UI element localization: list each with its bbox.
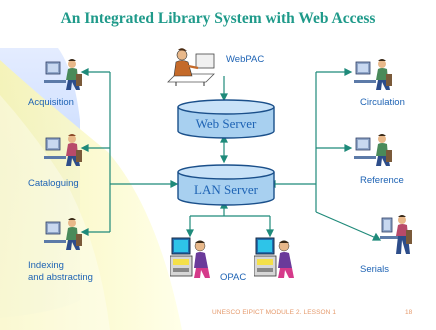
acquisition-arrow [80, 68, 89, 76]
webpac-person-icon [167, 48, 215, 86]
indexing-arrow [80, 228, 89, 236]
lan-server-cylinder [177, 164, 275, 206]
title-banner [0, 0, 436, 42]
indexing-label-line1: Indexing [28, 260, 64, 271]
web-lan-arrow-up [220, 134, 228, 143]
reference-label: Reference [360, 175, 404, 186]
indexing-person-icon [44, 218, 82, 250]
serials-label: Serials [360, 264, 390, 275]
slide-title: An Integrated Library System with Web Ac… [60, 10, 376, 27]
indexing-label-line2: and abstracting [28, 272, 93, 283]
web-server-label: Web Server [195, 116, 257, 131]
page-number: 18 [405, 309, 413, 316]
reference-arrow [344, 144, 353, 152]
opac-terminal-left-icon [170, 237, 210, 278]
serials-person-icon [380, 215, 412, 254]
web-lan-arrow-down [220, 155, 228, 164]
acquisition-label: Acquisition [28, 97, 74, 108]
opac-terminal-right-icon [254, 237, 294, 278]
cataloguing-arrow [80, 144, 89, 152]
lan-server-label: LAN Server [194, 182, 258, 197]
serials-link [315, 211, 377, 239]
opac-label: OPAC [220, 272, 247, 283]
webpac-arrow [220, 93, 228, 102]
acquisition-person-icon [44, 59, 82, 90]
reference-person-icon [354, 134, 392, 166]
opac-left-arrow [186, 229, 194, 238]
cataloguing-label: Cataloguing [28, 178, 79, 189]
web-server-cylinder [177, 99, 275, 139]
circulation-person-icon [354, 59, 392, 90]
circulation-arrow [344, 68, 353, 76]
left-to-lan-arrow [170, 180, 179, 188]
serials-arrow [372, 232, 382, 241]
webpac-label: WebPAC [226, 54, 265, 65]
circulation-label: Circulation [360, 97, 405, 108]
cataloguing-person-icon [44, 134, 82, 166]
footer-text: UNESCO EIPICT MODULE 2. LESSON 1 [212, 309, 337, 316]
opac-right-arrow [266, 229, 274, 238]
